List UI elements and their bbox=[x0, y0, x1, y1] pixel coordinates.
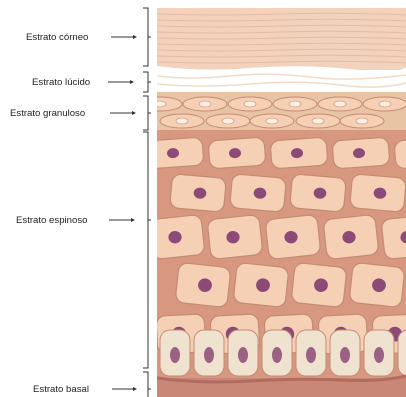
basal-nucleus bbox=[204, 347, 214, 363]
arrow-spinosum bbox=[131, 218, 135, 222]
spinous-cell bbox=[207, 214, 263, 259]
label-stratum-spinosum: Estrato espinoso bbox=[16, 215, 87, 226]
basal-cell bbox=[398, 330, 406, 376]
bracket-corneum bbox=[143, 8, 151, 66]
granular-nucleus bbox=[199, 101, 211, 107]
spinous-cell bbox=[290, 174, 347, 213]
arrow-basal bbox=[133, 387, 137, 391]
spinous-cell bbox=[291, 262, 347, 307]
spinous-cell bbox=[381, 214, 406, 259]
granular-nucleus bbox=[334, 101, 346, 107]
tissue-illustration bbox=[138, 8, 406, 397]
spinous-cell bbox=[170, 174, 227, 213]
spinous-cell bbox=[350, 174, 406, 213]
label-stratum-corneum: Estrato córneo bbox=[26, 32, 88, 43]
label-stratum-lucidum: Estrato lúcido bbox=[32, 77, 90, 88]
granular-nucleus bbox=[312, 118, 324, 124]
spinous-cell bbox=[349, 262, 405, 307]
spinous-cell bbox=[149, 214, 205, 259]
granular-nucleus bbox=[244, 101, 256, 107]
basal-nucleus bbox=[170, 347, 180, 363]
spinous-cell bbox=[270, 137, 328, 169]
basal-nucleus bbox=[238, 347, 248, 363]
arrow-granulosum bbox=[132, 111, 136, 115]
basal-nucleus bbox=[306, 347, 316, 363]
bracket-granulosum bbox=[143, 96, 151, 130]
spinous-cell bbox=[265, 214, 321, 259]
basal-nucleus bbox=[272, 347, 282, 363]
spinous-cell bbox=[233, 262, 289, 307]
label-stratum-basal: Estrato basal bbox=[33, 384, 89, 395]
granular-nucleus bbox=[266, 118, 278, 124]
label-leaders bbox=[108, 37, 133, 389]
granular-nucleus bbox=[176, 118, 188, 124]
granular-nucleus bbox=[289, 101, 301, 107]
leader-arrowheads bbox=[130, 35, 137, 391]
label-stratum-granulosum: Estrato granuloso bbox=[10, 108, 85, 119]
arrow-lucidum bbox=[130, 80, 134, 84]
bracket-spinosum bbox=[143, 132, 151, 368]
basal-cells bbox=[160, 330, 406, 376]
layer-brackets bbox=[143, 8, 151, 397]
spinous-cell bbox=[175, 262, 231, 307]
spinous-cell bbox=[208, 137, 266, 169]
granular-nucleus bbox=[222, 118, 234, 124]
bracket-basal bbox=[143, 372, 151, 397]
bracket-lucidum bbox=[143, 72, 151, 92]
spinous-cell bbox=[146, 137, 204, 169]
spinous-cell bbox=[230, 174, 287, 213]
basal-nucleus bbox=[374, 347, 384, 363]
arrow-corneum bbox=[133, 35, 137, 39]
granular-nucleus bbox=[154, 101, 166, 107]
basal-nucleus bbox=[340, 347, 350, 363]
granular-nucleus bbox=[379, 101, 391, 107]
granular-nucleus bbox=[356, 118, 368, 124]
spinous-cell bbox=[332, 137, 390, 169]
spinous-cell bbox=[323, 214, 379, 259]
